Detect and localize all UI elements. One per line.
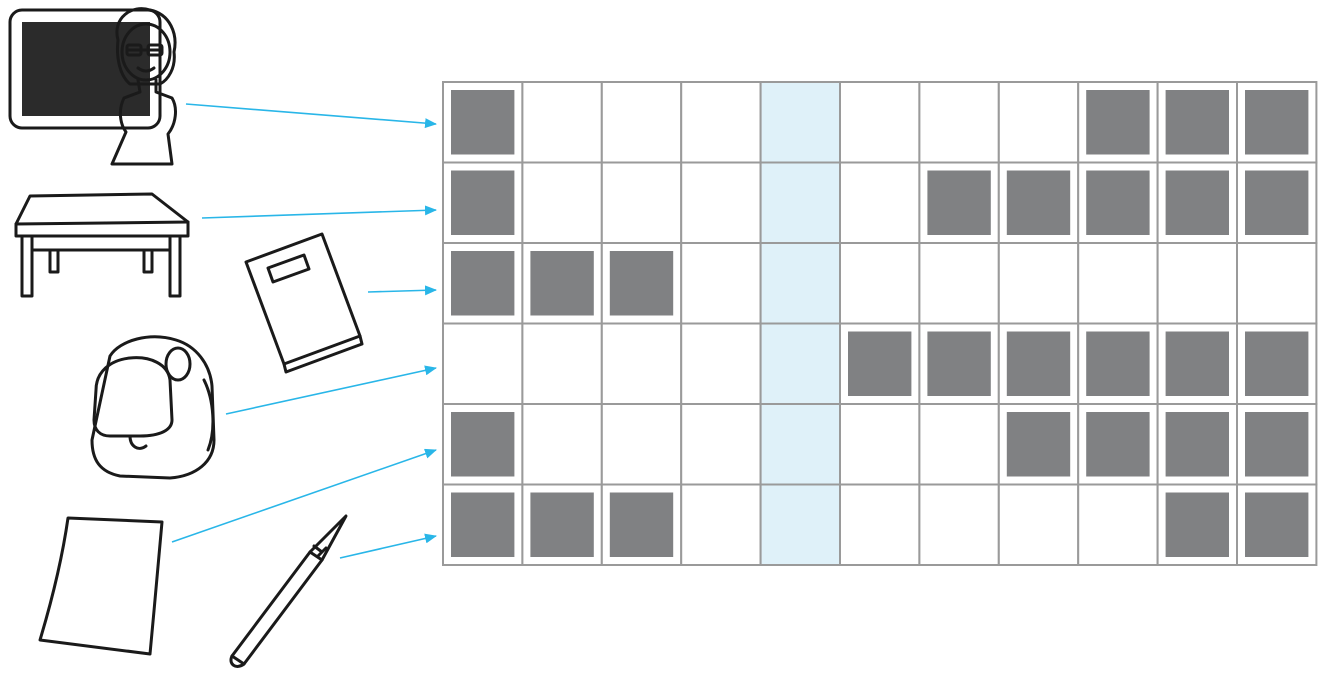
filled-square (1245, 412, 1308, 477)
filled-square (927, 171, 990, 236)
filled-square (1245, 171, 1308, 236)
filled-square (1166, 493, 1229, 558)
grid-cell[interactable] (840, 82, 919, 163)
filled-square (1086, 90, 1149, 155)
filled-square (530, 251, 593, 316)
filled-square (1245, 90, 1308, 155)
grid-cell[interactable] (522, 324, 601, 405)
grid-cell[interactable] (681, 243, 760, 324)
arrow-book (368, 290, 436, 292)
filled-square (1007, 332, 1070, 397)
filled-square (451, 493, 514, 558)
filled-square (927, 332, 990, 397)
grid-cell[interactable] (840, 485, 919, 566)
grid-cell[interactable] (761, 163, 840, 244)
arrow-desk (202, 210, 436, 218)
grid-cell[interactable] (999, 82, 1078, 163)
filled-square (1086, 171, 1149, 236)
filled-square (451, 412, 514, 477)
grid-cell[interactable] (919, 404, 998, 485)
grid-cell[interactable] (681, 163, 760, 244)
filled-square (848, 332, 911, 397)
arrows (172, 104, 436, 558)
grid-cell[interactable] (602, 404, 681, 485)
grid-cell[interactable] (522, 404, 601, 485)
filled-square (1086, 332, 1149, 397)
grid-cell[interactable] (443, 324, 522, 405)
filled-square (1166, 90, 1229, 155)
filled-square (451, 251, 514, 316)
grid-cell[interactable] (1078, 485, 1157, 566)
book-icon (246, 234, 362, 372)
filled-square (610, 251, 673, 316)
filled-square (1166, 412, 1229, 477)
grid-cell[interactable] (681, 404, 760, 485)
grid-cell[interactable] (1158, 243, 1237, 324)
filled-square (1166, 332, 1229, 397)
arrow-paper (172, 450, 436, 542)
arrow-backpack (226, 368, 436, 414)
grid-cell[interactable] (840, 243, 919, 324)
backpack-icon (92, 337, 214, 478)
grid-cell[interactable] (919, 82, 998, 163)
grid-cell[interactable] (999, 485, 1078, 566)
grid-cell[interactable] (1237, 243, 1316, 324)
pencil-icon (231, 516, 346, 666)
grid-cell[interactable] (522, 82, 601, 163)
grid-cell[interactable] (761, 485, 840, 566)
filled-square (451, 171, 514, 236)
grid-cell[interactable] (761, 243, 840, 324)
filled-square (1007, 171, 1070, 236)
grid-cell[interactable] (919, 485, 998, 566)
filled-square (1245, 493, 1308, 558)
grid-cell[interactable] (1078, 243, 1157, 324)
filled-square (451, 90, 514, 155)
filled-square (1166, 171, 1229, 236)
grid-cell[interactable] (919, 243, 998, 324)
arrow-teacher (186, 104, 436, 124)
filled-square (1245, 332, 1308, 397)
filled-square (1007, 412, 1070, 477)
teacher-at-blackboard-icon (10, 9, 175, 164)
desk-icon (16, 194, 188, 296)
arrow-pencil (340, 536, 436, 558)
grid-cell[interactable] (602, 163, 681, 244)
grid-cell[interactable] (761, 404, 840, 485)
filled-square (1086, 412, 1149, 477)
grid-cell[interactable] (602, 324, 681, 405)
puzzle-grid (443, 82, 1316, 565)
grid-cell[interactable] (761, 82, 840, 163)
grid-cell[interactable] (681, 485, 760, 566)
grid-cell[interactable] (761, 324, 840, 405)
filled-square (530, 493, 593, 558)
grid-cell[interactable] (522, 163, 601, 244)
paper-sheet-icon (40, 518, 162, 654)
grid-cell[interactable] (681, 324, 760, 405)
grid-cell[interactable] (681, 82, 760, 163)
filled-square (610, 493, 673, 558)
grid-cell[interactable] (840, 163, 919, 244)
grid-cell[interactable] (602, 82, 681, 163)
grid-cell[interactable] (999, 243, 1078, 324)
grid-cell[interactable] (840, 404, 919, 485)
